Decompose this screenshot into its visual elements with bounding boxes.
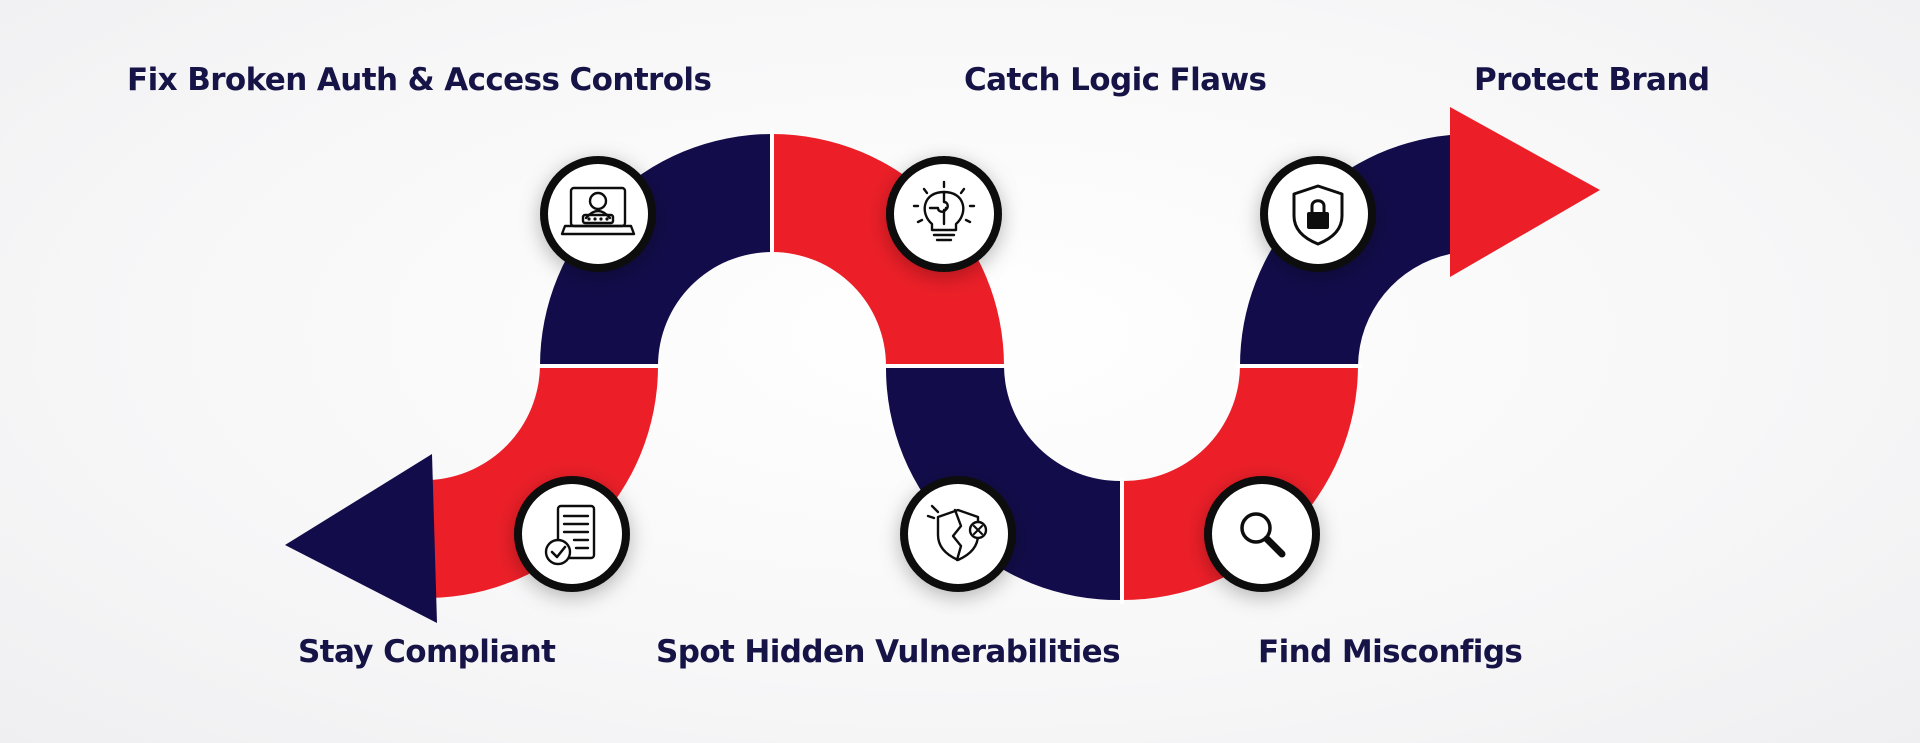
broken-shield-icon: [900, 476, 1016, 592]
arrowhead-right: [1450, 107, 1600, 277]
lightbulb-puzzle-icon: [886, 156, 1002, 272]
path-segment-2-red: [772, 134, 1004, 366]
step-label-stay-compliant: Stay Compliant: [298, 634, 556, 670]
step-label-spot-hidden-vulnerabilities: Spot Hidden Vulnerabilities: [656, 634, 1121, 670]
step-label-find-misconfigs: Find Misconfigs: [1258, 634, 1523, 670]
step-label-fix-broken-auth: Fix Broken Auth & Access Controls: [127, 62, 712, 98]
path-segment-1-navy: [540, 134, 772, 366]
arrowhead-left: [285, 454, 437, 623]
step-label-catch-logic-flaws: Catch Logic Flaws: [964, 62, 1267, 98]
checklist-document-icon: [514, 476, 630, 592]
shield-lock-icon: [1260, 156, 1376, 272]
path-segment-3-navy: [885, 366, 1122, 601]
user-login-laptop-icon: [540, 156, 656, 272]
magnifier-icon: [1204, 476, 1320, 592]
step-label-protect-brand: Protect Brand: [1474, 62, 1710, 98]
path-segment-6-red: [430, 366, 658, 598]
